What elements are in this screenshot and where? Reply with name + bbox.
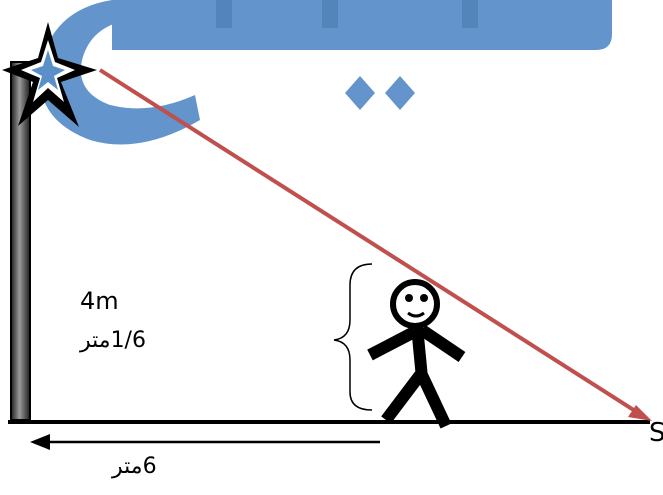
lamp-pole bbox=[10, 61, 31, 421]
person-height-label: 1/6متر bbox=[80, 328, 146, 353]
left-arrow-icon bbox=[30, 434, 380, 450]
shadow-end-label: S bbox=[649, 418, 663, 448]
lamp-height-label: 4m bbox=[80, 287, 119, 315]
distance-label: 6متر bbox=[112, 454, 157, 479]
star-burst-icon bbox=[2, 22, 97, 127]
stick-figure-icon bbox=[367, 279, 466, 429]
watermark-logo bbox=[39, 0, 612, 145]
curly-brace-icon bbox=[333, 263, 373, 411]
light-ray bbox=[98, 68, 652, 421]
